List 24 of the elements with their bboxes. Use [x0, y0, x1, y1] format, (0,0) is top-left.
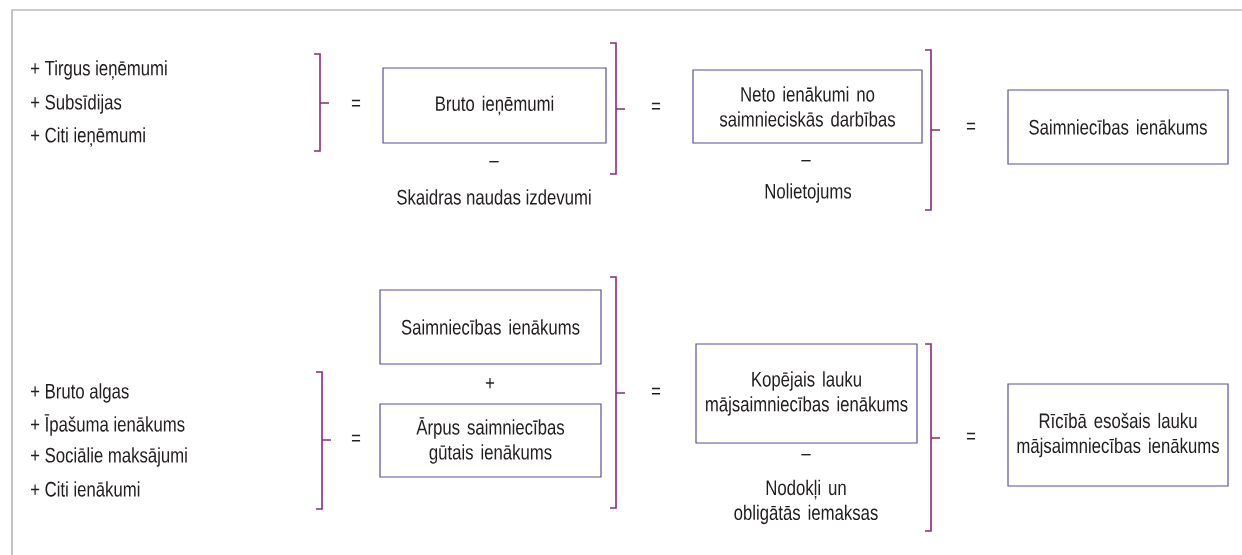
subtracted-item: Nolietojums: [765, 183, 852, 203]
text-box: Saimniecības ienākums: [379, 289, 602, 365]
operator-sign: =: [966, 432, 976, 440]
list-item: + Tirgus ieņēmumi: [31, 60, 167, 80]
text-box: Kopējais lauku mājsaimniecības ienākums: [695, 343, 918, 444]
list-item: + Subsīdijas: [31, 94, 122, 114]
text-box: Neto ienākumi no saimnieciskās darbības: [692, 69, 923, 144]
text-box: Saimniecības ienākums: [1007, 89, 1229, 165]
list-item: + Citi ieņēmumi: [31, 127, 145, 147]
operator-sign: =: [966, 122, 976, 130]
list-item: + Bruto algas: [31, 383, 129, 403]
list-item: + Īpašuma ienākums: [31, 414, 185, 436]
operator-sign: =: [651, 387, 661, 395]
operator-sign: =: [351, 99, 361, 107]
list-item: + Sociālie maksājumi: [31, 447, 187, 467]
list-item: + Citi ienākumi: [31, 481, 140, 497]
operator-sign: +: [485, 377, 495, 389]
subtracted-item: Nodokļi un obligātās iemaksas: [734, 479, 878, 525]
subtracted-item: Skaidras naudas izdevumi: [397, 189, 591, 205]
operator-sign: =: [651, 102, 661, 110]
operator-sign: =: [351, 434, 361, 442]
text-box: Bruto ieņēmumi: [382, 67, 607, 144]
text-box: Rīcībā esošais lauku mājsaimniecības ienākums: [1007, 383, 1229, 487]
text-box: Ārpus saimniecības gūtais ienākums: [379, 403, 602, 478]
